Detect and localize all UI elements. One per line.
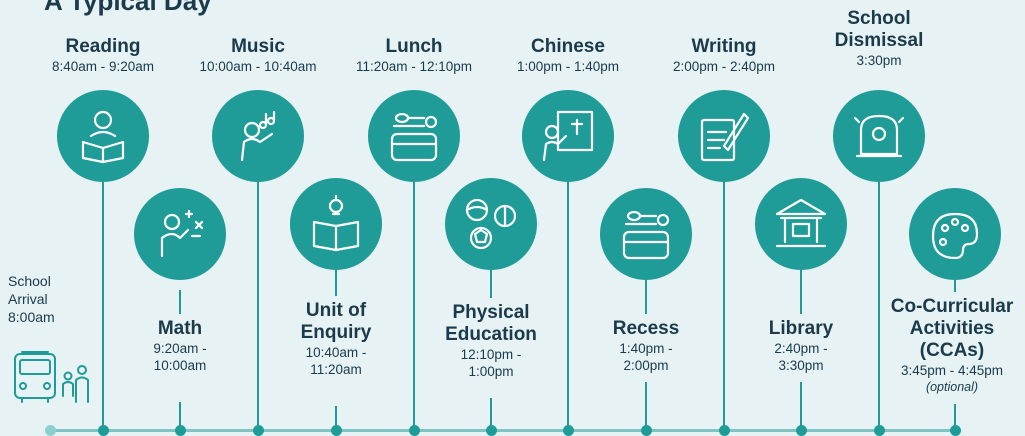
activity-name: Recess <box>612 318 680 339</box>
library-icon <box>775 198 827 248</box>
activity-time: 10:00am - 10:40am <box>199 59 317 74</box>
arrival-dot <box>44 425 56 436</box>
activity-time: 11:20am - 12:10pm <box>355 59 473 74</box>
stem <box>102 182 104 429</box>
physical-education-circle <box>445 178 537 270</box>
lunchbox-icon <box>390 112 438 162</box>
timeline-dot <box>795 425 807 436</box>
activity-name: Music <box>231 36 285 57</box>
activity-name: Chinese <box>531 36 605 57</box>
activity-chinese: Chinese 1:00pm - 1:40pm <box>493 36 643 75</box>
activity-time: 3:45pm - 4:45pm <box>900 363 1004 378</box>
stem <box>413 182 415 429</box>
lunch-circle <box>368 90 460 182</box>
timeline-dot <box>97 425 109 436</box>
stem <box>490 270 492 298</box>
activity-writing: Writing 2:00pm - 2:40pm <box>649 36 799 75</box>
stem <box>567 182 569 429</box>
timeline-dot <box>949 425 961 436</box>
stem <box>723 182 725 429</box>
activity-name: Reading <box>65 36 141 57</box>
math-circle <box>134 188 226 280</box>
activity-name: Co-Curricular Activities (CCAs) <box>890 296 1014 361</box>
stem <box>257 182 259 429</box>
stem <box>645 382 647 429</box>
timeline-dot <box>252 425 264 436</box>
stem <box>645 280 647 314</box>
activity-name: Lunch <box>385 36 443 57</box>
library-circle <box>755 178 847 270</box>
page-title: A Typical Day <box>44 0 212 16</box>
stem <box>490 398 492 429</box>
stem <box>179 402 181 429</box>
activity-name: Physical Education <box>445 302 537 345</box>
activity-note: (optional) <box>925 380 979 394</box>
timeline-axis <box>48 429 960 432</box>
timeline-dot <box>174 425 186 436</box>
music-circle <box>212 90 304 182</box>
lightbulb-book-icon <box>312 194 360 252</box>
whiteboard-icon <box>542 110 594 162</box>
activity-physical-education: Physical Education 12:10pm - 1:00pm <box>416 302 566 380</box>
activity-name: Math <box>157 318 203 339</box>
math-icon <box>160 209 204 258</box>
activity-time: 3:30pm <box>856 53 902 68</box>
stem <box>335 406 337 429</box>
writing-icon <box>700 112 750 162</box>
timeline-dot <box>562 425 574 436</box>
school-bus-icon <box>14 351 89 403</box>
activity-name: Unit of Enquiry <box>300 300 372 343</box>
reading-circle <box>57 90 149 182</box>
bell-icon <box>853 114 905 158</box>
cca-circle <box>909 188 1001 280</box>
activity-time: 1:40pm - 2:00pm <box>619 341 673 373</box>
timeline-dot <box>873 425 885 436</box>
recess-circle <box>600 188 692 280</box>
unit-of-enquiry-circle <box>290 178 382 270</box>
music-icon <box>240 110 276 162</box>
activity-school-dismissal: School Dismissal 3:30pm <box>804 8 954 69</box>
activity-lunch: Lunch 11:20am - 12:10pm <box>339 36 489 75</box>
activity-library: Library 2:40pm - 3:30pm <box>726 318 876 374</box>
stem <box>878 182 880 429</box>
chinese-circle <box>522 90 614 182</box>
activity-name: School Dismissal <box>834 8 924 51</box>
activity-name: Library <box>768 318 834 339</box>
timeline-dot <box>640 425 652 436</box>
reading-icon <box>81 110 125 164</box>
activity-time: 12:10pm - 1:00pm <box>460 347 522 379</box>
activity-reading: Reading 8:40am - 9:20am <box>28 36 178 75</box>
writing-circle <box>678 90 770 182</box>
activity-cca: Co-Curricular Activities (CCAs) 3:45pm -… <box>877 296 1025 395</box>
lunchbox-icon <box>622 210 670 260</box>
timeline-dot <box>485 425 497 436</box>
stem <box>954 272 956 292</box>
stem <box>335 270 337 296</box>
activity-music: Music 10:00am - 10:40am <box>183 36 333 75</box>
timeline-dot <box>408 425 420 436</box>
activity-name: Writing <box>691 36 757 57</box>
stem <box>800 270 802 314</box>
art-palette-icon <box>931 212 979 260</box>
activity-recess: Recess 1:40pm - 2:00pm <box>571 318 721 374</box>
activity-time: 8:40am - 9:20am <box>51 59 155 74</box>
activity-time: 1:00pm - 1:40pm <box>516 59 620 74</box>
stem <box>179 290 181 314</box>
stem <box>800 382 802 429</box>
timeline-dot <box>718 425 730 436</box>
activity-unit-of-enquiry: Unit of Enquiry 10:40am - 11:20am <box>261 300 411 378</box>
activity-time: 9:20am - 10:00am <box>153 341 207 373</box>
school-dismissal-circle <box>833 90 925 182</box>
sports-balls-icon <box>465 198 517 250</box>
arrival-label: School Arrival 8:00am <box>8 273 55 325</box>
activity-math: Math 9:20am - 10:00am <box>105 318 255 374</box>
timeline-dot <box>330 425 342 436</box>
activity-time: 2:40pm - 3:30pm <box>774 341 828 373</box>
activity-time: 2:00pm - 2:40pm <box>672 59 776 74</box>
stem <box>954 404 956 429</box>
activity-time: 10:40am - 11:20am <box>305 345 367 377</box>
